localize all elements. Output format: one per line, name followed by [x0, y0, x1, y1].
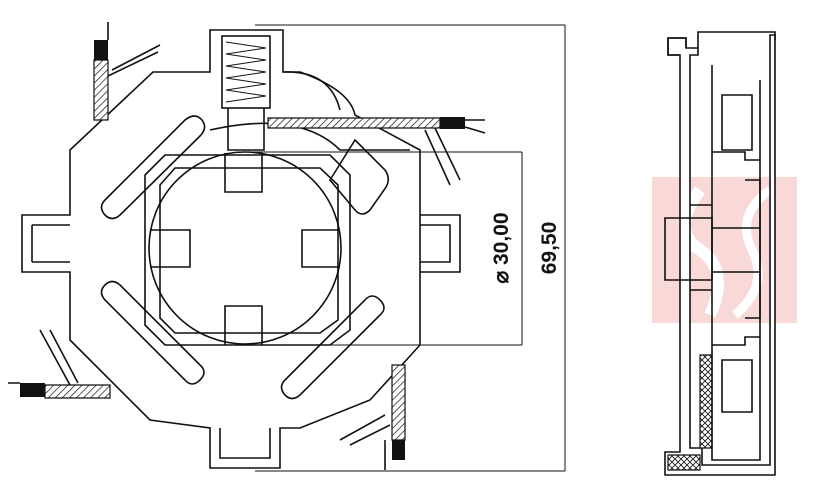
slots: [100, 115, 390, 400]
diameter-dimension: ⌀ 30,00: [490, 212, 513, 283]
height-dimension: 69,50: [538, 222, 561, 275]
side-view: [664, 31, 776, 476]
dimension-lines: ⌀ 30,00 69,50: [245, 24, 566, 472]
front-view: ⌀ 30,00 69,50: [8, 22, 566, 472]
